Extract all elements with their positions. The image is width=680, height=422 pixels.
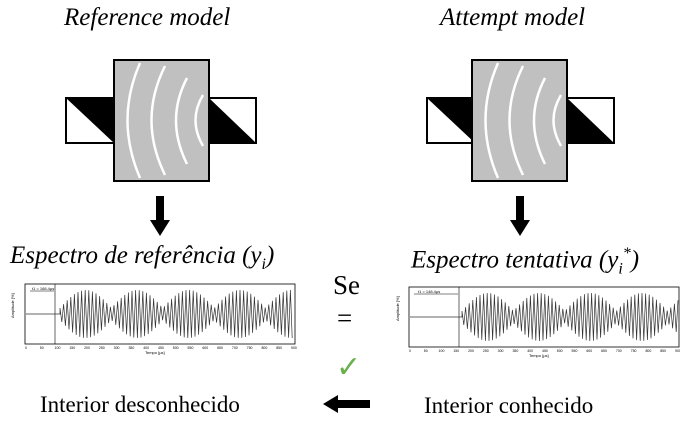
reference-xtick-label: 850 <box>276 346 282 350</box>
reference-xtick-label: 350 <box>128 346 134 350</box>
attempt-spectrum-superscript: * <box>622 245 631 262</box>
attempt-model-block <box>426 59 615 182</box>
attempt-xtick-label: 850 <box>660 349 666 353</box>
reference-xtick-label: 300 <box>114 346 120 350</box>
attempt-plot-frame <box>408 286 680 348</box>
reference-xtick-label: 250 <box>99 346 105 350</box>
attempt-left-transducer-fill <box>427 98 475 143</box>
reference-plot-annotation: t1 = 168.4μs <box>32 286 54 291</box>
reference-specimen <box>113 59 210 182</box>
attempt-xtick-label: 500 <box>557 349 563 353</box>
reference-wavefronts <box>126 62 205 179</box>
down-arrows <box>150 196 530 236</box>
attempt-xtick-label: 350 <box>512 349 518 353</box>
reference-xtick-label: 900 <box>291 346 297 350</box>
reference-xtick-label: 0 <box>25 346 27 350</box>
se-label: Se <box>333 270 360 300</box>
attempt-waveform <box>410 292 679 342</box>
attempt-spectrum-subscript: i <box>618 260 623 278</box>
attempt-spectrum-plot: t1 = 148.4μs Amplitude [%] Tempo [μs] 0 5… <box>395 286 680 358</box>
reference-left-transducer-fill <box>66 98 114 143</box>
attempt-xtick-label: 700 <box>616 349 622 353</box>
reference-xtick-label: 750 <box>247 346 253 350</box>
reference-plot-xlabel: Tempo [μs] <box>145 350 165 355</box>
reference-spectrum-plot: t1 = 168.4μs Amplitude [%] Tempo [μs] 0 5… <box>10 283 297 355</box>
attempt-xtick-label: 800 <box>645 349 651 353</box>
reference-plot-frame <box>24 283 296 345</box>
attempt-bottom-label: Interior conhecido <box>424 393 594 418</box>
reference-xtick-label: 50 <box>40 346 44 350</box>
attempt-xtick-label: 450 <box>542 349 548 353</box>
attempt-spectrum-title: Espectro tentativa (yi*) <box>411 245 639 278</box>
reference-xtick-label: 550 <box>188 346 194 350</box>
attempt-xtick-label: 650 <box>601 349 607 353</box>
reference-model-block <box>65 59 257 182</box>
attempt-down-arrow <box>510 196 530 236</box>
reference-xtick-label: 150 <box>69 346 75 350</box>
attempt-plot-xlabel: Tempo [μs] <box>529 353 549 358</box>
reference-spectrum-title: Espectro de referência (yi) <box>10 242 274 274</box>
attempt-xtick-label: 300 <box>498 349 504 353</box>
attempt-xtick-label: 50 <box>424 349 428 353</box>
attempt-xtick-label: 550 <box>572 349 578 353</box>
reference-xtick-label: 700 <box>232 346 238 350</box>
reference-xtick-label: 500 <box>173 346 179 350</box>
reference-down-arrow <box>150 196 170 236</box>
attempt-plot-ylabel: Amplitude [%] <box>395 296 400 321</box>
reference-xtick-label: 600 <box>202 346 208 350</box>
attempt-xtick-label: 900 <box>675 349 680 353</box>
reference-xtick-label: 650 <box>217 346 223 350</box>
attempt-right-transducer-fill <box>567 98 614 143</box>
reference-waveform <box>26 289 293 339</box>
reference-xtick-label: 100 <box>55 346 61 350</box>
attempt-xtick-label: 0 <box>409 349 411 353</box>
attempt-xtick-label: 150 <box>453 349 459 353</box>
attempt-xtick-label: 400 <box>527 349 533 353</box>
reference-xtick-label: 200 <box>84 346 90 350</box>
reference-spectrum-subscript: i <box>261 256 266 273</box>
reference-plot-ylabel: Amplitude [%] <box>10 293 15 318</box>
attempt-xtick-label: 600 <box>586 349 592 353</box>
reference-xtick-label: 450 <box>158 346 164 350</box>
attempt-xtick-label: 100 <box>439 349 445 353</box>
attempt-xtick-label: 200 <box>468 349 474 353</box>
attempt-model-title: Attempt model <box>440 4 586 31</box>
reference-spectrum-title-text: Espectro de referência (y <box>10 242 262 269</box>
equals-sign: = <box>337 303 353 333</box>
reference-plot-xticks: 0 50 100 150 200 250 300 350 400 450 500 550 600 650 7… <box>25 346 297 350</box>
left-arrow <box>323 395 370 413</box>
attempt-spectrum-title-text: Espectro tentativa (y <box>411 246 619 274</box>
attempt-wavefronts <box>484 62 563 179</box>
reference-bottom-label: Interior desconhecido <box>40 392 240 417</box>
reference-right-transducer-fill <box>209 98 256 143</box>
reference-xtick-label: 400 <box>143 346 149 350</box>
reference-xtick-label: 800 <box>261 346 267 350</box>
attempt-xtick-label: 750 <box>631 349 637 353</box>
attempt-plot-xticks: 0 50 100 150 200 250 300 350 400 450 500 550 600 650 7… <box>409 349 680 353</box>
checkmark-icon: ✓ <box>336 350 362 385</box>
attempt-specimen <box>471 59 568 182</box>
reference-spectrum-close: ) <box>265 242 275 269</box>
reference-model-title: Reference model <box>64 4 231 31</box>
attempt-xtick-label: 250 <box>483 349 489 353</box>
attempt-plot-annotation: t1 = 148.4μs <box>418 289 440 294</box>
attempt-spectrum-close: ) <box>630 246 640 274</box>
